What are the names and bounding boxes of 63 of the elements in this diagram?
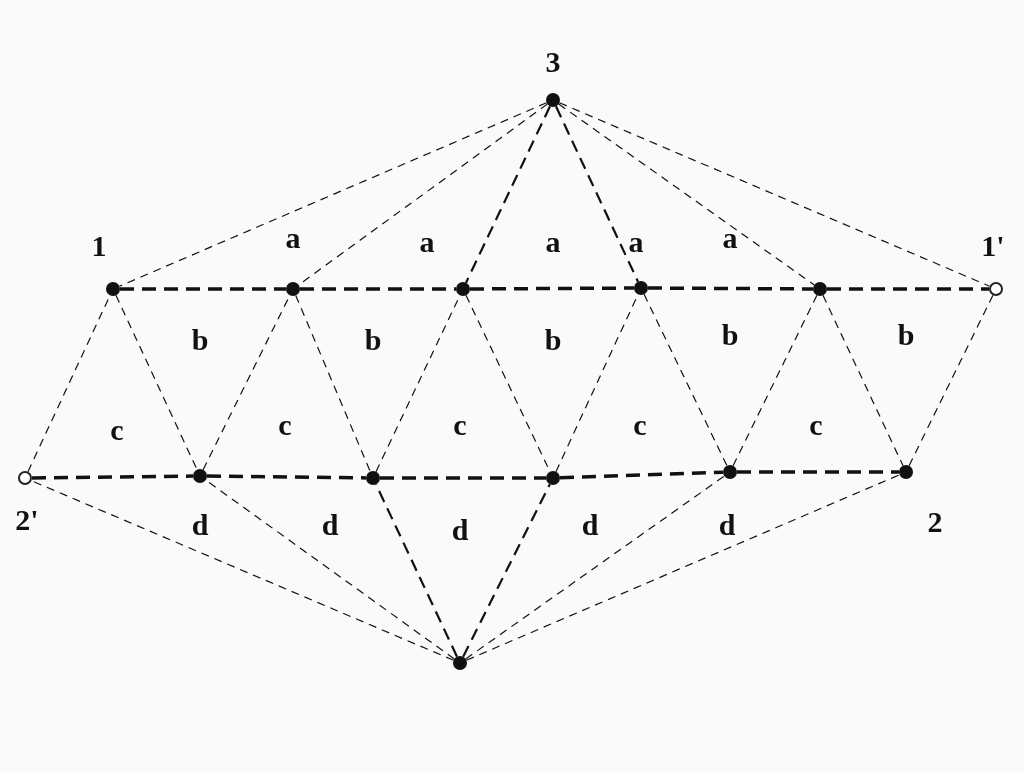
region-label: d bbox=[321, 510, 339, 540]
region-label: d bbox=[581, 510, 599, 540]
vertex-label: 1 bbox=[91, 231, 107, 261]
region-label: d bbox=[191, 510, 209, 540]
hollow-vertex bbox=[18, 471, 32, 485]
vertex-label: 2' bbox=[15, 505, 39, 535]
region-label: a bbox=[545, 227, 561, 257]
vertex-dot bbox=[286, 282, 300, 296]
region-label: a bbox=[285, 223, 301, 253]
vertex-dot bbox=[723, 465, 737, 479]
hollow-vertex bbox=[989, 282, 1003, 296]
region-label: a bbox=[628, 227, 644, 257]
region-label: c bbox=[278, 410, 292, 440]
vertex-label: 2 bbox=[927, 507, 943, 537]
region-label: d bbox=[451, 515, 469, 545]
region-label: b bbox=[721, 320, 739, 350]
region-label: b bbox=[191, 325, 209, 355]
dashed-line bbox=[115, 294, 198, 471]
dashed-line bbox=[465, 475, 725, 660]
vertex-dot bbox=[193, 469, 207, 483]
vertex-dot bbox=[453, 656, 467, 670]
vertex-dot bbox=[813, 282, 827, 296]
dashed-line bbox=[554, 105, 640, 283]
dashed-line bbox=[380, 476, 546, 480]
region-label: c bbox=[453, 410, 467, 440]
dashed-line bbox=[465, 474, 901, 661]
dashed-line bbox=[300, 287, 456, 291]
region-label: c bbox=[633, 410, 647, 440]
region-label: b bbox=[544, 325, 562, 355]
region-label: d bbox=[718, 510, 736, 540]
vertex-dot bbox=[106, 282, 120, 296]
dashed-line bbox=[908, 294, 994, 467]
dashed-line bbox=[643, 293, 728, 467]
dashed-line bbox=[732, 294, 818, 467]
dashed-line bbox=[207, 474, 366, 480]
dashed-line bbox=[465, 105, 551, 284]
dashed-line bbox=[470, 286, 634, 291]
region-label: a bbox=[419, 227, 435, 257]
dashed-line bbox=[558, 103, 815, 286]
vertex-label: 3 bbox=[545, 47, 561, 77]
region-label: b bbox=[897, 320, 915, 350]
dashed-line bbox=[737, 470, 899, 474]
dashed-line bbox=[822, 294, 904, 467]
region-label: c bbox=[110, 415, 124, 445]
dashed-line bbox=[462, 483, 551, 658]
region-label: b bbox=[364, 325, 382, 355]
dashed-line bbox=[648, 286, 813, 291]
vertex-dot bbox=[634, 281, 648, 295]
region-label: a bbox=[722, 223, 738, 253]
vertex-label: 1' bbox=[981, 231, 1005, 261]
dashed-line bbox=[827, 287, 989, 291]
vertex-dot bbox=[456, 282, 470, 296]
vertex-dot bbox=[899, 465, 913, 479]
region-label: c bbox=[809, 410, 823, 440]
dashed-line bbox=[32, 474, 193, 480]
vertex-dot bbox=[366, 471, 380, 485]
dashed-line bbox=[118, 102, 548, 287]
vertex-dot bbox=[546, 93, 560, 107]
dashed-line bbox=[295, 294, 371, 473]
dashed-line bbox=[559, 470, 724, 480]
vertex-dot bbox=[546, 471, 560, 485]
dashed-line bbox=[120, 287, 286, 291]
dashed-line bbox=[558, 102, 991, 287]
